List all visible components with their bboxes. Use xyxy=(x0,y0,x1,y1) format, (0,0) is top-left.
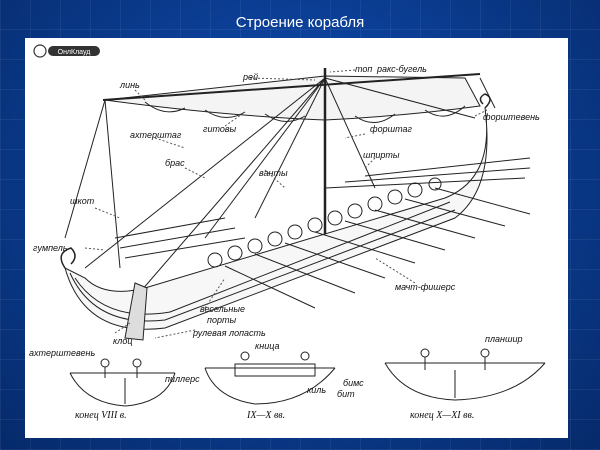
sail xyxy=(104,75,481,121)
label-bras: брас xyxy=(165,158,185,168)
forestay xyxy=(324,77,476,119)
label-machtfishers: мачт-фишерс xyxy=(395,282,456,292)
caption-viii: конец VIII в. xyxy=(75,410,127,421)
label-pillers: пиллерс xyxy=(165,374,200,384)
label-top: топ xyxy=(355,64,373,74)
label-porty: порты xyxy=(207,315,237,325)
label-bit: бит xyxy=(337,389,355,399)
sail-folds xyxy=(144,101,466,123)
label-veselnye: весельные xyxy=(200,304,245,314)
label-forshtag: форштаг xyxy=(370,124,412,134)
caption-ix-x: IX—X вв. xyxy=(247,410,286,421)
label-knitsa: кница xyxy=(255,341,280,351)
label-shpirty: шпирты xyxy=(363,150,400,160)
label-plansir: планшир xyxy=(485,334,523,344)
publisher-logo: ОнлКлауд xyxy=(33,44,101,58)
caption-x-xi: конец X—XI вв. xyxy=(410,410,475,421)
label-akhtershteven: ахтерштевень xyxy=(29,348,96,358)
label-bims: бимс xyxy=(343,378,364,388)
ship-drawing xyxy=(60,68,546,407)
yard xyxy=(102,73,481,101)
label-shkot: шкот xyxy=(70,196,95,206)
label-raks: ракс-бугель xyxy=(377,64,427,74)
label-rei: рей xyxy=(243,72,259,82)
prow-post xyxy=(479,93,491,109)
stern-post xyxy=(60,247,76,269)
label-klots: клоц xyxy=(113,336,133,346)
label-rulevaya: рулевая лопасть xyxy=(193,328,266,338)
diagram-sheet: ОнлКлауд рей топ ракс-бугель линь гитовы… xyxy=(25,38,568,438)
logo-text: ОнлКлауд xyxy=(58,49,91,56)
cross-section-1 xyxy=(69,358,176,407)
hull xyxy=(64,107,488,330)
label-gitovy: гитовы xyxy=(203,124,237,134)
label-gumpel: гумпель xyxy=(33,243,68,253)
slide-title: Строение корабля xyxy=(235,14,365,31)
label-vanty: ванты xyxy=(259,168,288,178)
label-forshteven: форштевень xyxy=(483,112,540,122)
cross-section-2 xyxy=(204,351,336,405)
backstay xyxy=(134,77,326,299)
cross-section-3 xyxy=(384,348,546,401)
oars xyxy=(114,157,531,309)
label-lin: линь xyxy=(120,80,140,90)
rudder-blade xyxy=(124,282,148,341)
label-akhtershtag: ахтерштаг xyxy=(130,130,182,140)
label-kil: киль xyxy=(307,385,327,395)
